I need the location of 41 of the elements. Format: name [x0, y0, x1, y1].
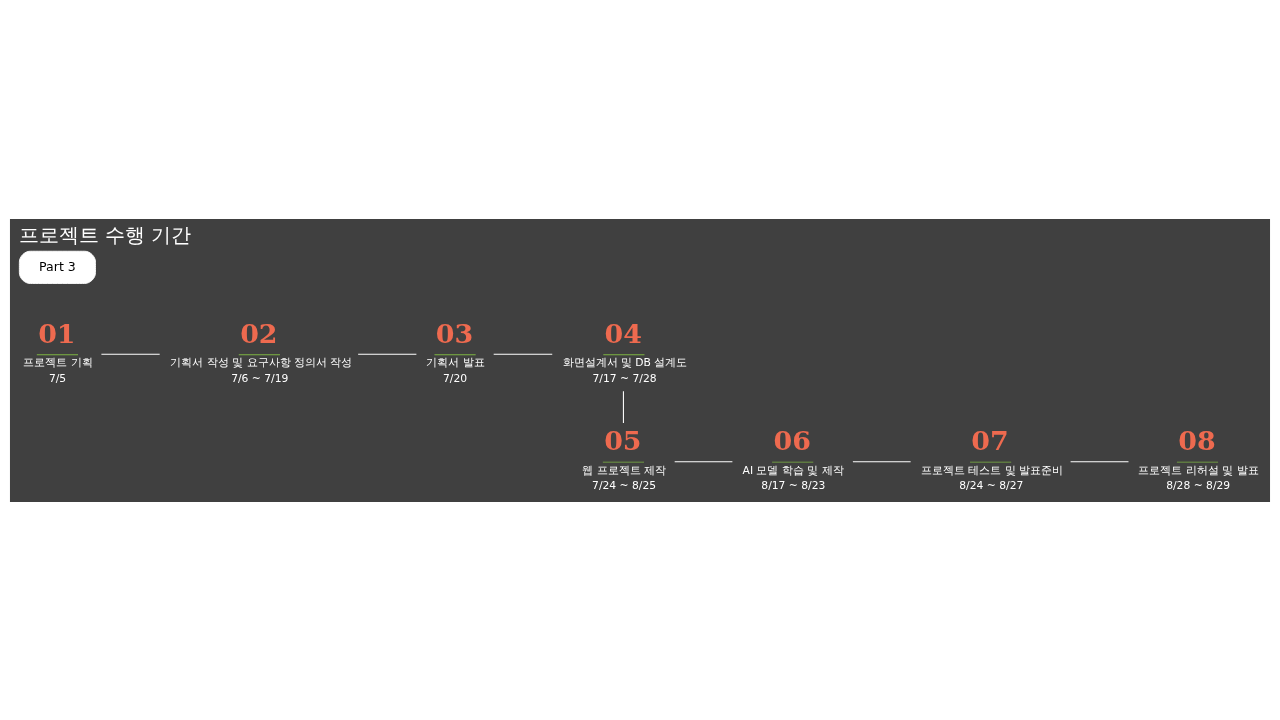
node-box	[772, 461, 814, 463]
node-box: Part 3	[18, 250, 96, 284]
node-label: 03	[435, 317, 474, 349]
node-label: 기획서 작성 및 요구사항 정의서 작성	[170, 355, 353, 369]
node-label: 프로젝트 리허설 및 발표	[1138, 463, 1259, 477]
node-label: 7/5	[48, 371, 67, 385]
connector	[493, 353, 553, 355]
node-label: 8/17 ~ 8/23	[761, 478, 826, 492]
connector	[852, 460, 912, 462]
node-box	[238, 353, 280, 355]
node-box	[36, 353, 79, 355]
node-label: 8/28 ~ 8/29	[1166, 478, 1231, 492]
connector	[357, 353, 417, 355]
connector	[1070, 460, 1130, 462]
node-label: 기획서 발표	[426, 355, 485, 369]
node-label: AI 모델 학습 및 제작	[742, 463, 844, 477]
node-label: 8/24 ~ 8/27	[959, 478, 1024, 492]
node-label: 05	[604, 424, 642, 456]
node-box	[434, 353, 476, 355]
node-box	[602, 461, 645, 463]
node-label: 07	[971, 424, 1009, 456]
node-label: 화면설계서 및 DB 설계도	[562, 355, 688, 369]
node-label: 프로젝트 테스트 및 발표준비	[920, 463, 1064, 477]
node-label: 04	[604, 317, 643, 349]
node-label: 프로젝트 기획	[23, 355, 93, 369]
node-box	[603, 353, 645, 355]
node-label: 02	[240, 317, 278, 349]
connector	[100, 353, 161, 355]
node-label: 08	[1178, 424, 1216, 456]
node-label: 06	[773, 424, 811, 456]
node-label: 7/24 ~ 8/25	[592, 478, 657, 492]
node-label: 7/17 ~ 7/28	[592, 371, 657, 385]
diagram-title: 프로젝트 수행 기간	[18, 223, 192, 247]
node-box	[1176, 461, 1219, 463]
node-label: 7/20	[442, 371, 468, 385]
connector	[674, 460, 733, 462]
node-label: 7/6 ~ 7/19	[231, 371, 289, 385]
node-label: 01	[38, 317, 76, 349]
node-label: 웹 프로젝트 제작	[582, 463, 667, 477]
connector	[622, 390, 624, 423]
node-box	[970, 461, 1012, 463]
